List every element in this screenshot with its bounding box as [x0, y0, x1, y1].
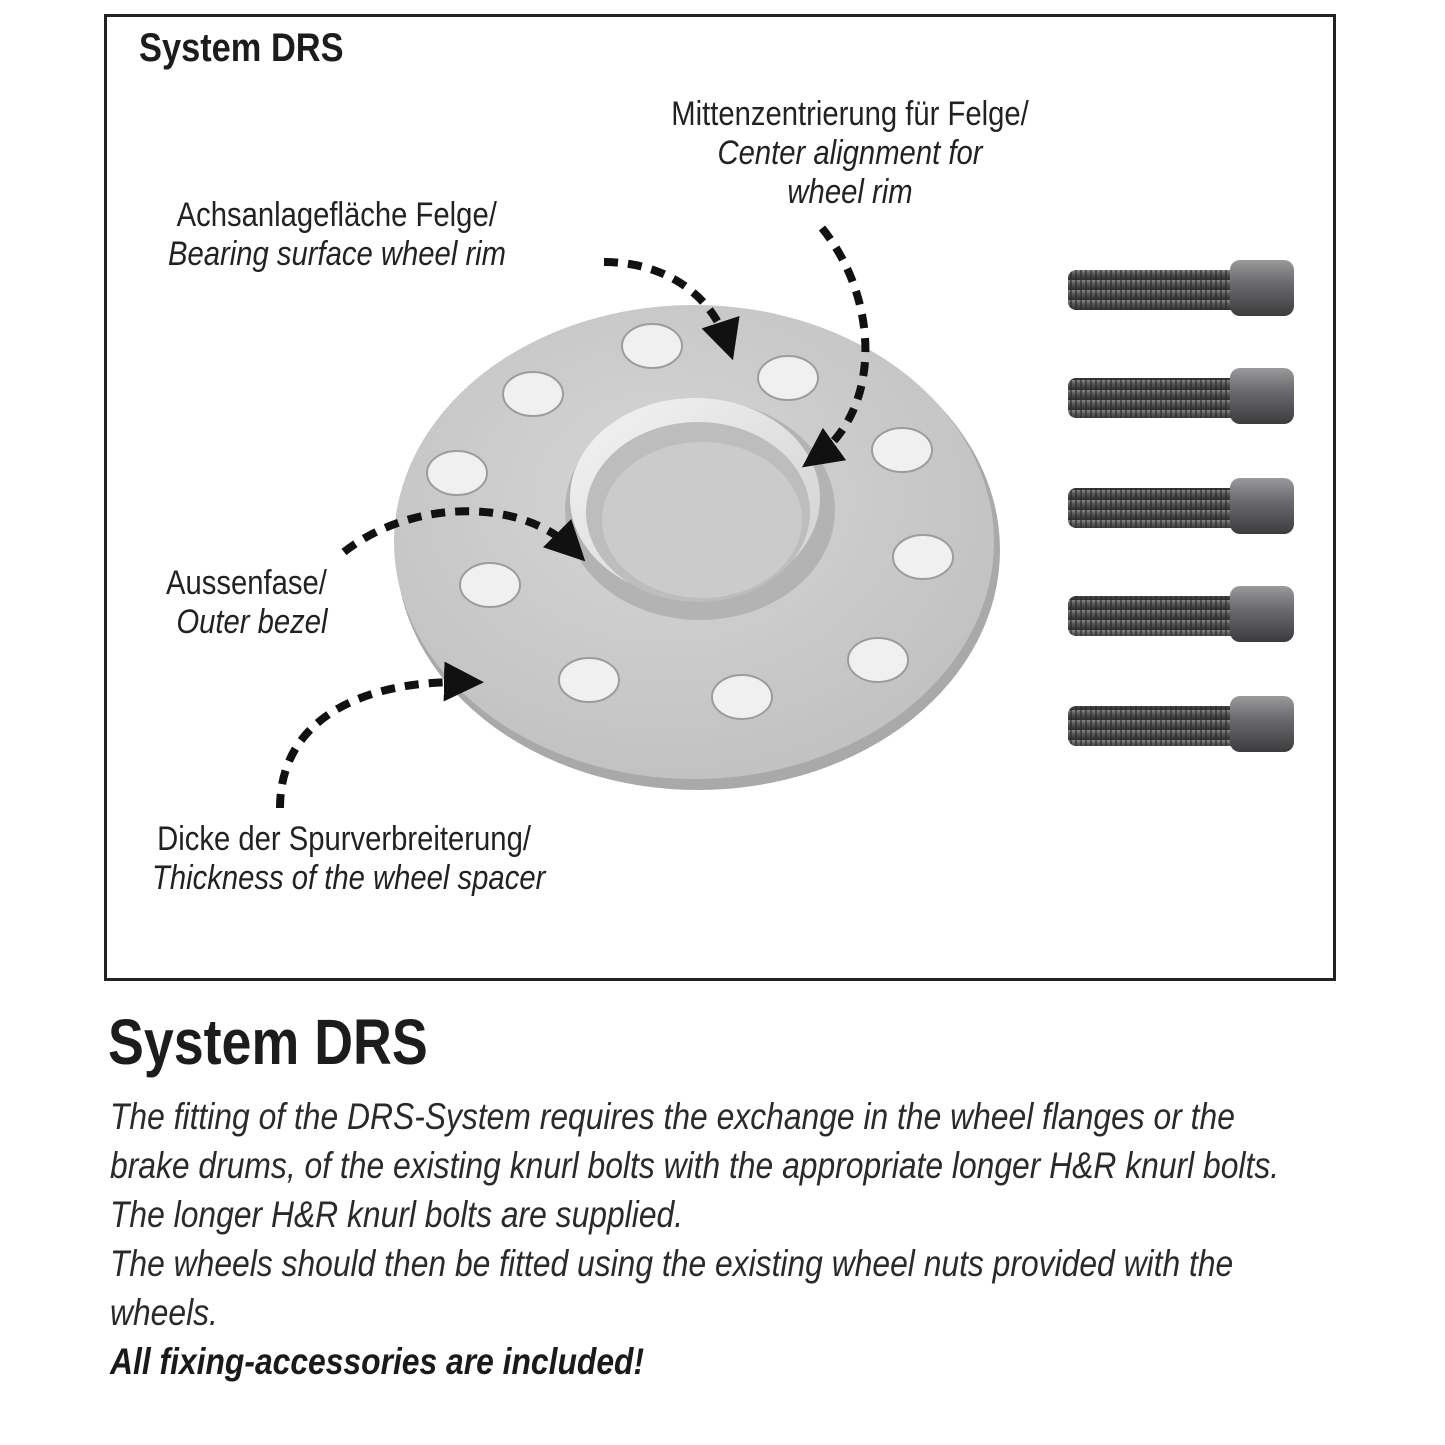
label-bearing-surface: Achsanlagefläche Felge/ Bearing surface …	[168, 196, 506, 274]
description-paragraph: The longer H&R knurl bolts are supplied.	[110, 1194, 684, 1235]
arrow-center-alignment	[802, 225, 870, 468]
label-bearing-surface-en: Bearing surface wheel rim	[168, 235, 507, 273]
arrow-outer-bezel-top	[341, 507, 586, 562]
diagram-title: System DRS	[139, 26, 344, 70]
description-paragraph: The wheels should then be fitted using t…	[110, 1243, 1234, 1333]
knurl-bolt	[1068, 478, 1294, 534]
label-bearing-surface-de: Achsanlagefläche Felge/	[176, 196, 497, 234]
knurl-bolt	[1068, 260, 1294, 316]
label-center-alignment-en-1: Center alignment for	[717, 134, 983, 172]
label-outer-bezel-en: Outer bezel	[176, 603, 328, 641]
description-emphasis: All fixing-accessories are included!	[110, 1341, 645, 1382]
description-paragraph: The fitting of the DRS-System requires t…	[110, 1096, 1280, 1186]
label-outer-bezel-de: Aussenfase/	[166, 564, 327, 602]
wheel-spacer	[394, 305, 1000, 790]
label-thickness-de: Dicke der Spurverbreiterung/	[157, 820, 531, 858]
label-thickness-en: Thickness of the wheel spacer	[152, 859, 546, 897]
section-title: System DRS	[108, 1006, 428, 1078]
label-thickness: Dicke der Spurverbreiterung/ Thickness o…	[152, 820, 545, 898]
description: The fitting of the DRS-System requires t…	[110, 1092, 1314, 1386]
spacer-bolt-holes	[426, 323, 954, 720]
label-center-alignment: Mittenzentrierung für Felge/ Center alig…	[635, 95, 1065, 212]
label-center-alignment-de: Mittenzentrierung für Felge/	[671, 95, 1029, 133]
diagram-illustration	[276, 225, 1294, 809]
arrow-thickness	[276, 661, 484, 809]
knurl-bolt	[1068, 696, 1294, 752]
label-center-alignment-en-2: wheel rim	[787, 173, 913, 211]
knurl-bolt	[1068, 586, 1294, 642]
label-outer-bezel: Aussenfase/ Outer bezel	[166, 564, 327, 642]
knurl-bolt	[1068, 368, 1294, 424]
knurl-bolts	[1068, 260, 1294, 752]
arrow-bearing-surface	[603, 258, 740, 361]
